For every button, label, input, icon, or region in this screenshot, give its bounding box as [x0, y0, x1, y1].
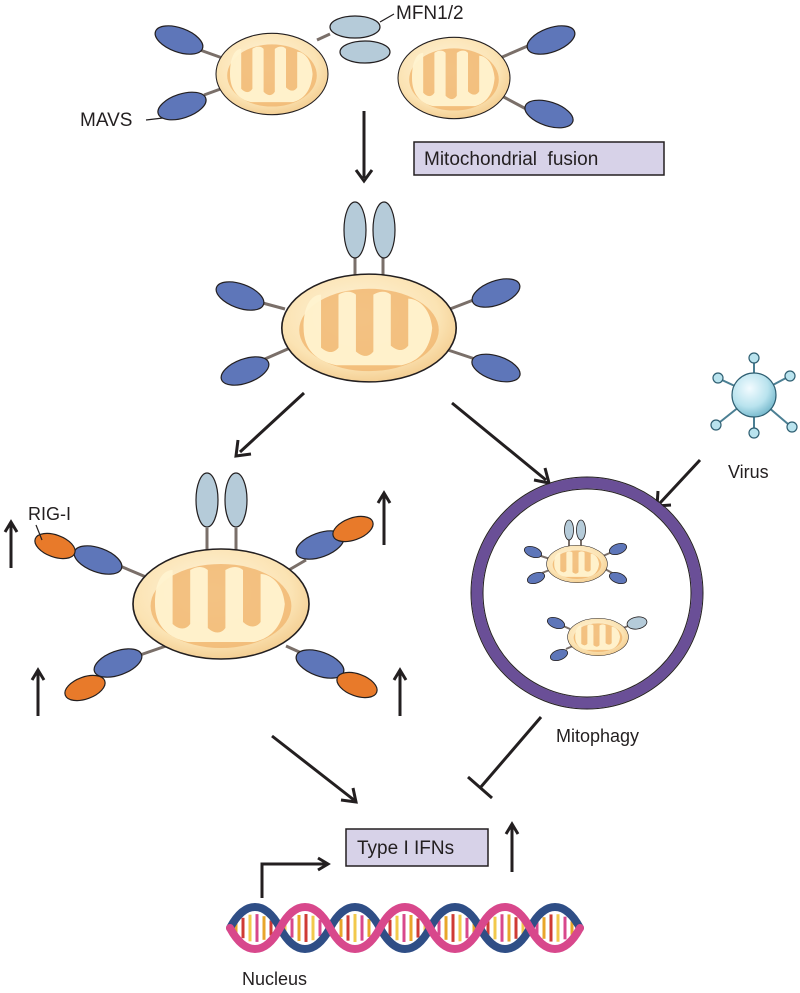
nucleus-label: Nucleus [242, 969, 307, 989]
type-i-ifns-label: Type I IFNs [357, 838, 454, 859]
rig-i-protein-icon [332, 515, 374, 543]
top-fusion-group: MFN1/2 MAVS [80, 3, 576, 131]
mfn-protein-icon [372, 201, 396, 259]
rig-i-protein-icon [336, 671, 378, 699]
mitochondrion-icon [523, 519, 628, 585]
mitochondrion-icon [546, 616, 648, 662]
mitochondrial-fusion-label: Mitochondrial fusion [424, 149, 598, 170]
dna-helix-icon [226, 903, 584, 953]
mfn-protein-icon [339, 40, 391, 64]
transcription-arrow [260, 856, 331, 898]
mfn-protein-icon [195, 472, 219, 528]
up-arrow-icon [392, 667, 408, 716]
rig-i-mitochondrion-group: RIG-I [3, 472, 408, 716]
mitochondrion-icon [397, 36, 511, 120]
mfn-label: MFN1/2 [396, 3, 464, 24]
virus-label: Virus [728, 462, 769, 482]
mavs-protein-icon [524, 99, 574, 129]
rig-i-label: RIG-I [28, 504, 71, 524]
mavs-protein-icon [73, 545, 123, 575]
up-arrow-icon [376, 490, 392, 545]
mavs-protein-icon [154, 25, 204, 55]
arrow-to-left [234, 391, 306, 458]
mitochondrial-fusion-box: Mitochondrial fusion [413, 141, 665, 176]
arrow-to-ifns [271, 734, 358, 804]
autophagosome-icon [470, 476, 704, 710]
mfn-protein-icon [329, 15, 381, 39]
up-arrow-icon [504, 821, 520, 872]
arrow-to-mitophagy [451, 401, 552, 485]
mfn-protein-icon [224, 472, 248, 528]
mavs-protein-icon [471, 278, 521, 308]
mfn-protein-icon [343, 201, 367, 259]
mitochondrion-icon [215, 32, 329, 116]
mavs-label: MAVS [80, 110, 132, 131]
up-arrow-icon [30, 667, 46, 716]
mitochondrion-icon [132, 548, 310, 660]
mavs-protein-icon [157, 91, 207, 121]
mitophagy-label: Mitophagy [556, 726, 639, 746]
mavs-protein-icon [526, 25, 576, 55]
up-arrow-icon [3, 519, 19, 568]
virus-arrow [655, 458, 702, 508]
mavs-protein-icon [215, 281, 265, 311]
virus-icon [710, 352, 798, 439]
type-i-ifns-box: Type I IFNs [345, 828, 489, 867]
mavs-protein-icon [471, 353, 521, 383]
rig-i-protein-icon [34, 532, 76, 560]
mavs-protein-icon [93, 648, 143, 678]
rig-i-protein-icon [64, 674, 106, 702]
mitochondrion-icon [280, 273, 458, 383]
mavs-protein-icon [220, 356, 270, 386]
fused-mitochondrion-group [215, 201, 521, 386]
fusion-arrow [354, 111, 374, 184]
mitophagy-inhibition [467, 716, 543, 800]
